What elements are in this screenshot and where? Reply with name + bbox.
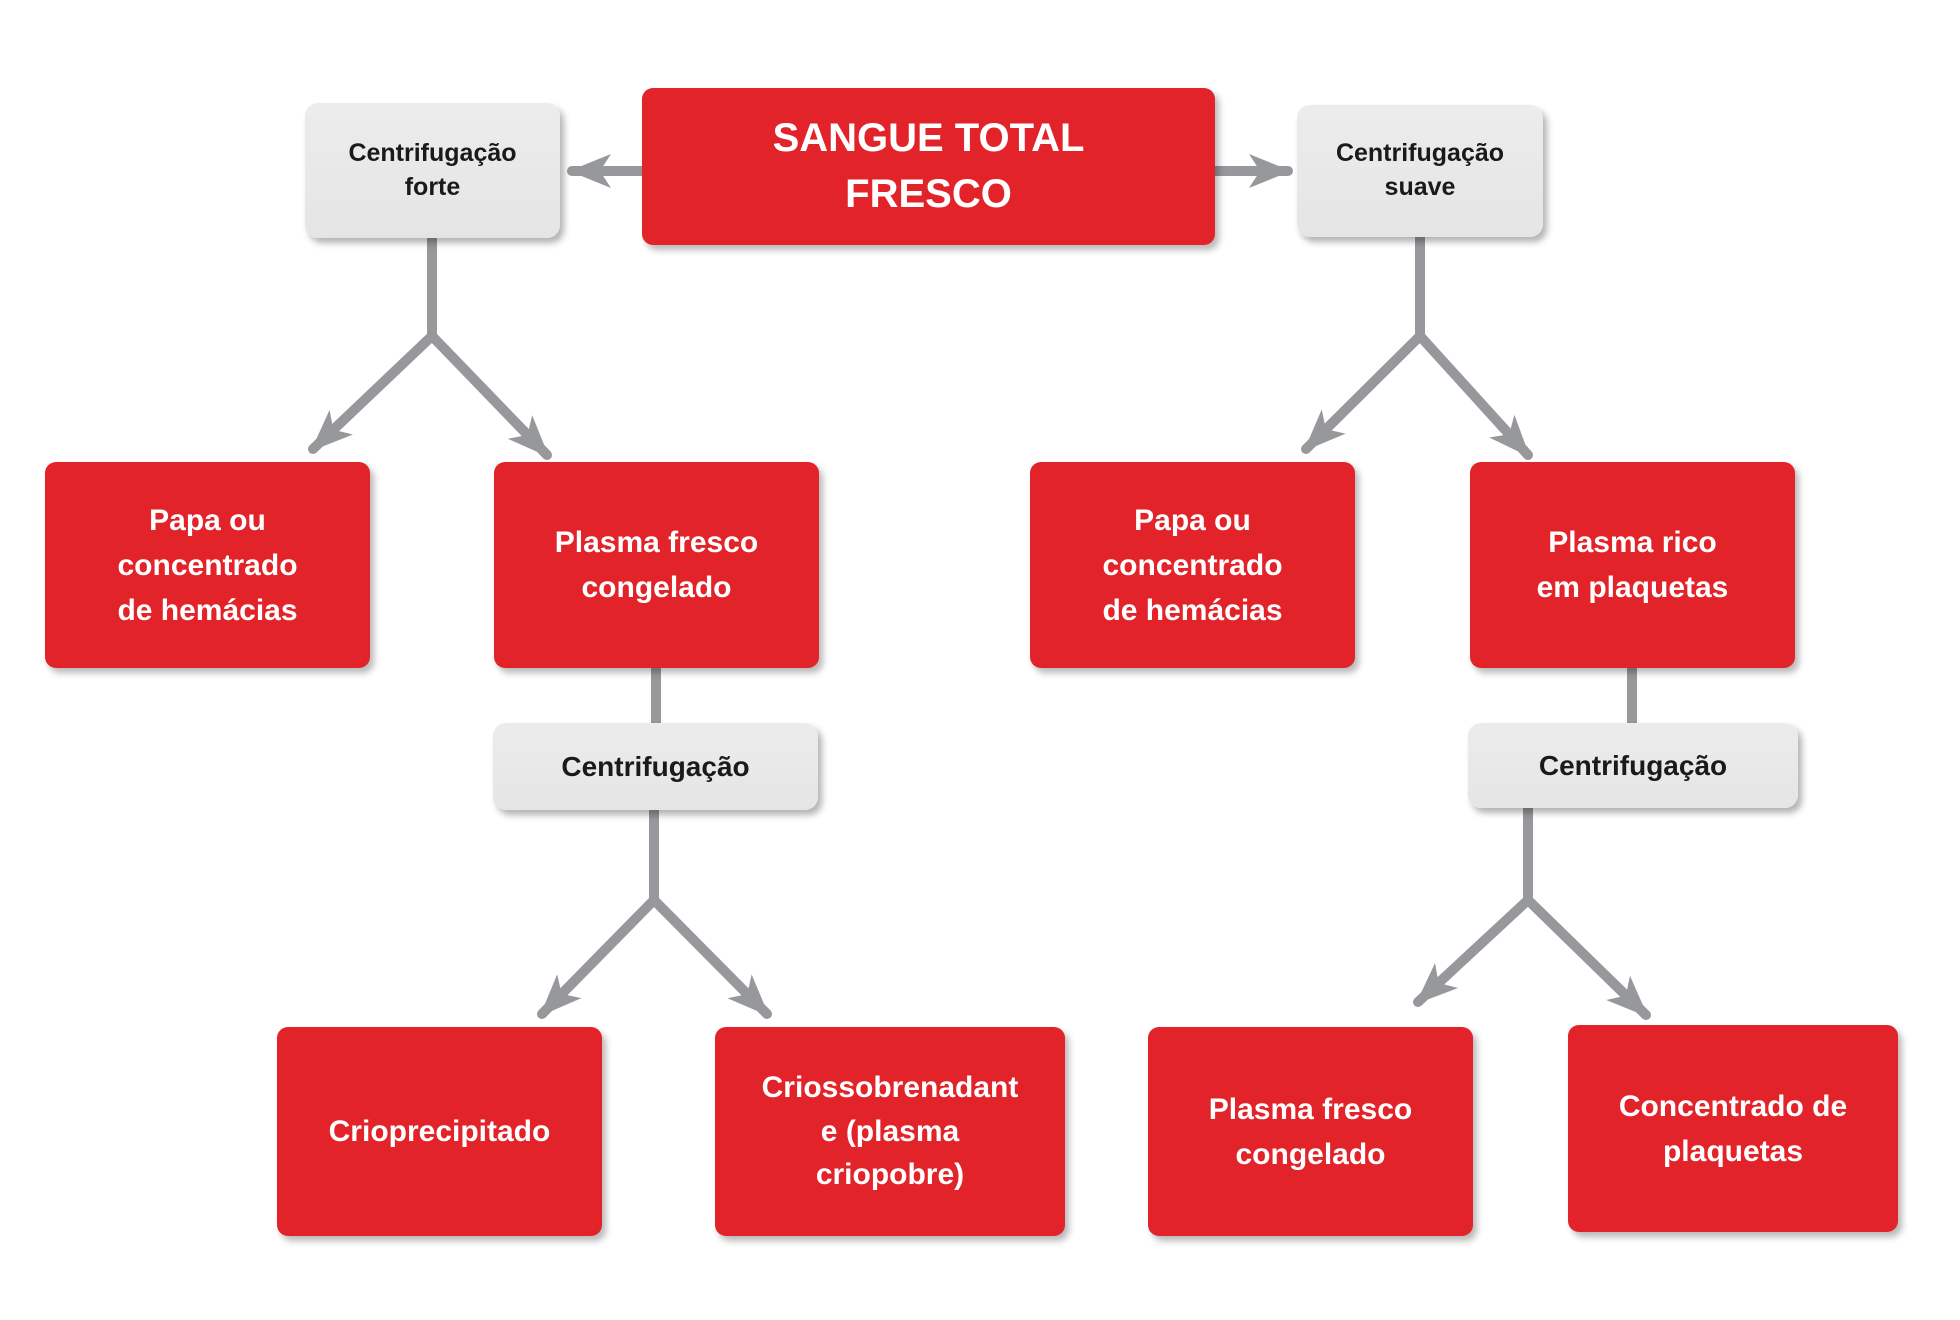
arrow-to-criossobrenadante: [649, 895, 772, 1019]
node-label: Plasma rico em plaquetas: [1536, 526, 1729, 604]
node-plasma-fresco-congelado-bottom: Plasma fresco congelado: [1148, 1027, 1473, 1236]
arrow-forte-to-papa: [308, 331, 437, 454]
node-label: SANGUE TOTAL FRESCO: [772, 116, 1085, 216]
node-label: Centrifugação: [1538, 749, 1728, 781]
node-label: Plasma fresco congelado: [1208, 1092, 1413, 1171]
arrow-to-concentrado-plaquetas: [1523, 895, 1651, 1020]
arrow-suave-to-papa: [1301, 331, 1425, 454]
node-concentrado-de-plaquetas: Concentrado de plaquetas: [1568, 1025, 1898, 1232]
node-label: Centrifugação suave: [1335, 139, 1505, 201]
node-label: Plasma fresco congelado: [554, 526, 759, 604]
node-centrifugacao-left: Centrifugação: [493, 723, 818, 810]
node-papa-concentrado-hemacias-left: Papa ou concentrado de hemácias: [45, 462, 370, 668]
node-centrifugacao-suave: Centrifugação suave: [1297, 105, 1543, 237]
node-sangue-total-fresco: SANGUE TOTAL FRESCO: [642, 88, 1215, 245]
node-crioprecipitado: Crioprecipitado: [277, 1027, 602, 1236]
node-papa-concentrado-hemacias-right: Papa ou concentrado de hemácias: [1030, 462, 1355, 668]
node-criossobrenadante-plasma-criopobre: Criossobrenadant e (plasma criopobre): [715, 1027, 1065, 1236]
node-label: Papa ou concentrado de hemácias: [117, 503, 298, 627]
node-centrifugacao-right: Centrifugação: [1468, 723, 1798, 808]
node-label: Crioprecipitado: [328, 1115, 551, 1148]
node-label: Centrifugação: [561, 750, 750, 782]
node-label: Concentrado de plaquetas: [1618, 1089, 1848, 1168]
arrow-forte-to-plasma-fresco: [427, 331, 552, 460]
node-plasma-rico-em-plaquetas: Plasma rico em plaquetas: [1470, 462, 1795, 668]
node-centrifugacao-forte: Centrifugação forte: [305, 103, 560, 238]
arrow-suave-to-plasma-rico: [1415, 331, 1533, 460]
arrow-to-crioprecipitado: [537, 895, 659, 1019]
node-label: Criossobrenadant e (plasma criopobre): [761, 1071, 1019, 1192]
node-label: Centrifugação forte: [348, 138, 517, 201]
arrow-to-plasma-fresco-bottom: [1413, 895, 1533, 1007]
node-plasma-fresco-congelado-left: Plasma fresco congelado: [494, 462, 819, 668]
node-label: Papa ou concentrado de hemácias: [1102, 503, 1283, 627]
